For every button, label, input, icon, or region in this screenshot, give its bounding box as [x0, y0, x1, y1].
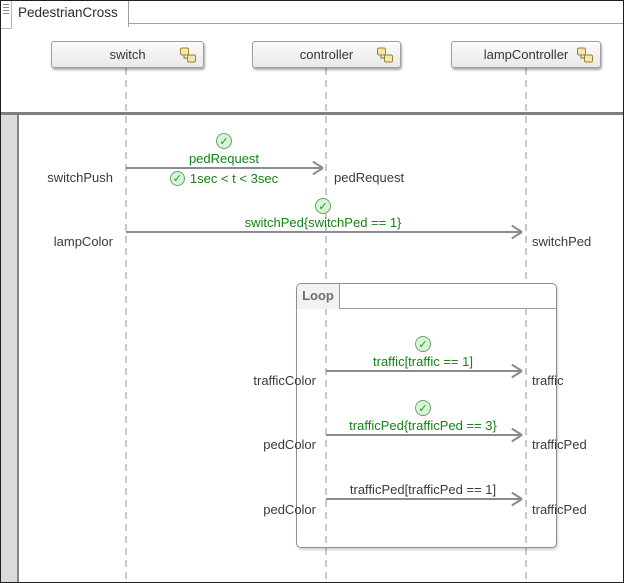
lifeline-head-controller[interactable]: controller — [252, 41, 401, 68]
check-passed-icon — [415, 336, 431, 352]
tabbar-divider — [129, 23, 623, 24]
message-arrow[interactable] — [326, 498, 522, 500]
message-label[interactable]: trafficPed[trafficPed == 1] — [349, 482, 497, 497]
tab-pedestriancross[interactable]: PedestrianCross — [12, 1, 129, 27]
source-event-label[interactable]: switchPush — [47, 170, 113, 185]
message-arrow[interactable] — [126, 167, 323, 169]
check-passed-icon — [169, 171, 185, 186]
loop-fragment[interactable]: Loop — [296, 283, 557, 548]
lifeline-label: lampController — [483, 47, 569, 62]
message-arrow[interactable] — [326, 434, 522, 436]
message-label[interactable]: traffic[traffic == 1] — [373, 354, 473, 369]
dest-event-label[interactable]: traffic — [532, 373, 564, 388]
source-event-label[interactable]: trafficColor — [253, 373, 316, 388]
source-event-label[interactable]: pedColor — [263, 502, 316, 517]
component-icon — [377, 47, 393, 63]
message-label[interactable]: pedRequest — [188, 151, 260, 166]
left-gutter — [1, 115, 19, 582]
check-passed-icon — [216, 133, 232, 149]
dest-event-label[interactable]: pedRequest — [334, 170, 405, 185]
lifeline-switch — [125, 68, 127, 581]
loop-operator-tab[interactable]: Loop — [297, 284, 340, 309]
lifeline-label: switch — [109, 47, 146, 62]
component-icon — [180, 47, 196, 63]
tab-title: PedestrianCross — [18, 5, 118, 20]
panel-grip[interactable] — [1, 1, 12, 29]
component-icon — [577, 47, 593, 63]
loop-label: Loop — [302, 288, 334, 303]
condition-text: 1sec < t < 3sec — [189, 171, 279, 186]
header-separator — [1, 112, 623, 115]
message-arrow[interactable] — [126, 231, 522, 233]
message-label[interactable]: trafficPed{trafficPed == 3} — [349, 418, 497, 433]
lifeline-lampcontroller — [525, 68, 527, 581]
source-event-label[interactable]: pedColor — [263, 437, 316, 452]
check-passed-icon — [415, 400, 431, 416]
lifeline-head-lampcontroller[interactable]: lampController — [451, 41, 601, 68]
source-event-label[interactable]: lampColor — [53, 234, 113, 249]
grip-icon — [3, 4, 9, 14]
lifeline-controller — [325, 68, 327, 581]
message-arrow[interactable] — [326, 370, 522, 372]
dest-event-label[interactable]: switchPed — [532, 234, 592, 249]
dest-event-label[interactable]: trafficPed — [532, 437, 587, 452]
loop-header: Loop — [297, 284, 556, 309]
lifeline-head-switch[interactable]: switch — [51, 41, 204, 68]
message-label[interactable]: switchPed{switchPed == 1} — [244, 215, 402, 230]
message-condition: 1sec < t < 3sec — [74, 171, 374, 186]
dest-event-label[interactable]: trafficPed — [532, 502, 587, 517]
check-passed-icon — [315, 198, 331, 214]
lifeline-label: controller — [299, 47, 354, 62]
